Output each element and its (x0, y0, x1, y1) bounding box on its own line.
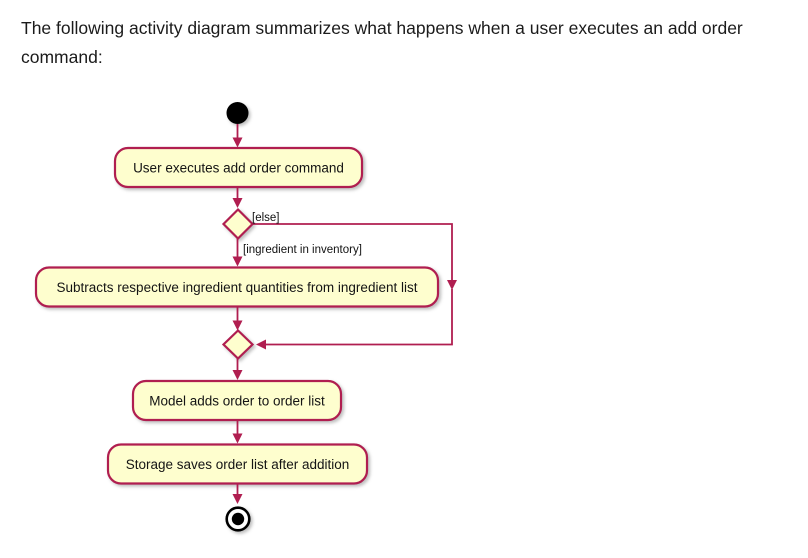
activity-label: Model adds order to order list (149, 394, 325, 409)
flow-arrow (232, 187, 243, 208)
intro-text: The following activity diagram summarize… (21, 18, 743, 67)
flow-arrow-else-branch (252, 223, 457, 350)
flow-arrow (232, 358, 243, 380)
flow-arrow (232, 483, 243, 504)
end-node (225, 506, 251, 532)
activity-label: Storage saves order list after addition (126, 457, 350, 472)
activity-node-model-adds-order: Model adds order to order list (131, 379, 343, 422)
branch-label-else: [else] (252, 212, 280, 224)
activity-node-user-executes: User executes add order command (113, 146, 364, 189)
flow-arrow-then-branch (232, 238, 243, 267)
start-node (226, 102, 249, 124)
activity-node-subtract-ingredients: Subtracts respective ingredient quantiti… (34, 266, 440, 308)
decision-node (221, 207, 255, 241)
flow-arrow (232, 420, 243, 444)
flow-arrow (232, 306, 243, 331)
branch-label-ingredient-in-inventory: [ingredient in inventory] (243, 244, 362, 256)
activity-label: User executes add order command (133, 161, 344, 176)
flow-arrow (232, 124, 243, 148)
activity-node-storage-saves: Storage saves order list after addition (106, 443, 369, 485)
activity-label: Subtracts respective ingredient quantiti… (57, 280, 418, 295)
merge-node (221, 328, 255, 361)
